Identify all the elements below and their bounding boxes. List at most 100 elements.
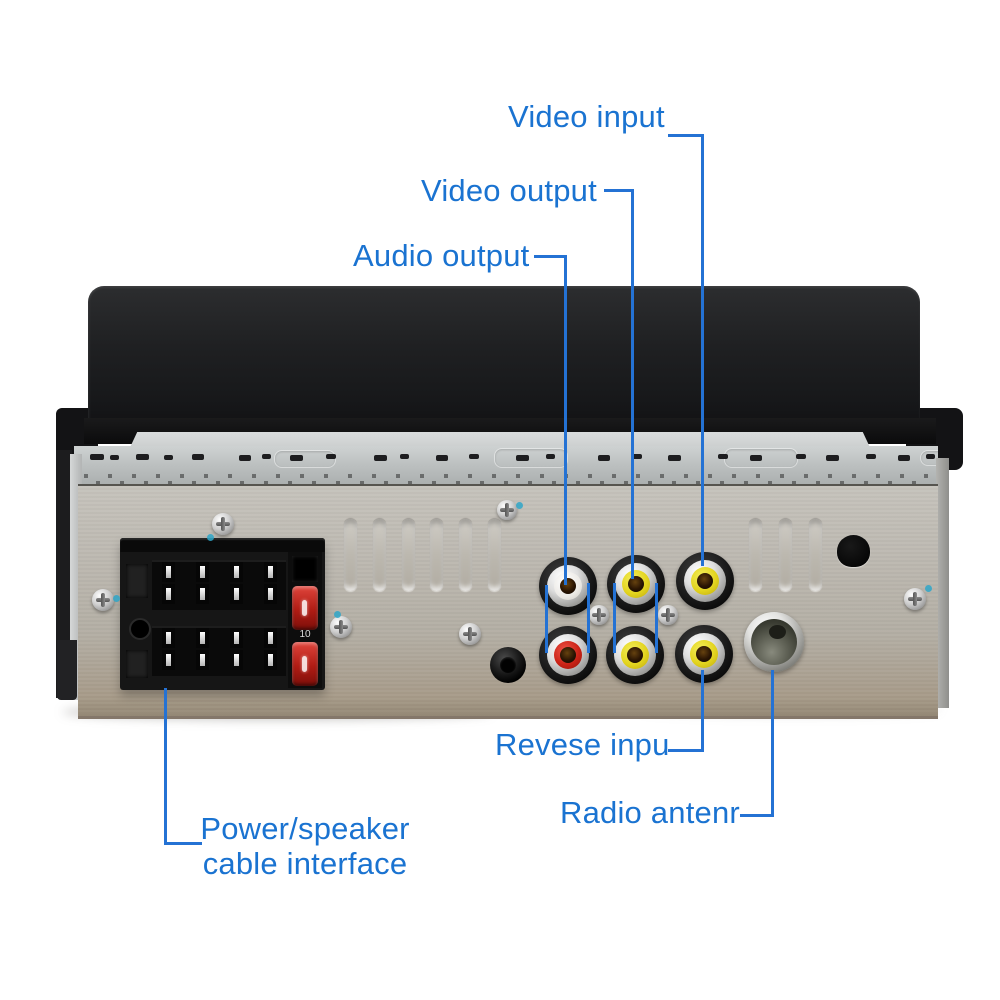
punched-hole (400, 454, 409, 459)
leader-reverse-input (701, 670, 704, 752)
iso-pin (166, 566, 171, 578)
leader-video-input (668, 134, 704, 137)
punched-hole (598, 455, 610, 461)
punched-hole (668, 455, 681, 461)
vent-slot (402, 519, 415, 591)
fuse-holder: 10 (288, 552, 322, 688)
bracket-audio-pair (545, 585, 548, 653)
paint-seal-dot (113, 595, 120, 602)
panel-round-hole (837, 535, 870, 567)
rca-center-hole (628, 576, 644, 592)
video-input-yellow-rca (676, 552, 734, 610)
vent-slot (373, 519, 386, 591)
vent-slot (344, 519, 357, 591)
antenna-inner-contact (769, 625, 786, 639)
iso-pin (234, 566, 239, 578)
vent-slot (459, 519, 472, 591)
vent-slot (779, 519, 792, 591)
power-speaker-iso-connector: 10 (120, 538, 325, 690)
punched-hole (374, 455, 387, 461)
label-audio-output: Audio output (353, 238, 530, 273)
iso-pin-block-lower (152, 626, 286, 676)
rivet-dot-row (84, 474, 928, 478)
punched-hole (469, 454, 479, 459)
fuse-amp-marking: 10 (299, 629, 311, 640)
iso-pin (234, 632, 239, 644)
bracket-audio-pair (587, 583, 590, 653)
rca-center-hole (627, 647, 643, 663)
leader-video-input (701, 134, 704, 566)
label-video-output: Video output (421, 173, 597, 208)
rca-center-hole (560, 647, 576, 663)
label-radio-antenna: Radio antenr (560, 795, 740, 830)
empty-fuse-slot (292, 556, 318, 582)
punched-hole (110, 455, 119, 460)
jack-hole (500, 657, 516, 673)
leader-audio-output (564, 255, 567, 585)
phillips-screw (589, 605, 609, 625)
iso-pin (166, 654, 171, 666)
leader-power-speaker (164, 688, 167, 845)
phillips-screw (459, 623, 481, 645)
phillips-screw (658, 605, 678, 625)
leader-audio-output (534, 255, 567, 258)
rca-center-hole (697, 573, 713, 589)
punched-hole (926, 454, 935, 459)
punched-hole (90, 454, 104, 460)
iso-pin (268, 566, 273, 578)
leader-video-output (631, 189, 634, 579)
iso-notch (126, 650, 148, 678)
leader-reverse-input (668, 749, 704, 752)
stamped-bump (920, 450, 938, 466)
iso-pin (200, 566, 205, 578)
rivet-dot-row (96, 481, 928, 485)
iso-pin (200, 632, 205, 644)
stereo-faceplate-back (88, 286, 920, 438)
iso-connector-top-bar (120, 538, 325, 552)
punched-hole (136, 454, 149, 460)
paint-seal-dot (334, 611, 341, 618)
punched-hole (262, 454, 271, 459)
punched-hole (164, 455, 173, 460)
phillips-screw (212, 513, 234, 535)
label-reverse-input: Revese inpu (495, 727, 670, 762)
chassis-left-side (56, 450, 72, 698)
iso-pin (268, 588, 273, 600)
rca-center-hole (560, 578, 576, 594)
punched-hole (192, 454, 204, 460)
chassis-top-strip (74, 446, 938, 490)
label-power-speaker-line2: cable interface (202, 846, 408, 881)
label-power-speaker: Power/speaker cable interface (196, 811, 414, 881)
stamped-bump (274, 450, 336, 468)
punched-hole (826, 455, 839, 461)
vent-slot (749, 519, 762, 591)
iso-pin (166, 632, 171, 644)
chassis-left-foot (57, 640, 77, 700)
leader-radio-antenna (740, 814, 774, 817)
aux-3-5mm-jack (490, 647, 526, 683)
punched-hole (898, 455, 910, 461)
radio-antenna-socket (744, 612, 804, 672)
phillips-screw (92, 589, 114, 611)
punched-hole (290, 455, 303, 461)
punched-hole (632, 454, 642, 459)
leader-radio-antenna (771, 670, 774, 817)
punched-hole (866, 454, 876, 459)
paint-seal-dot (925, 585, 932, 592)
phillips-screw (497, 500, 517, 520)
label-video-input: Video input (508, 99, 665, 134)
iso-pin (268, 654, 273, 666)
iso-pin (200, 654, 205, 666)
phillips-screw (330, 616, 352, 638)
paint-seal-dot (516, 502, 523, 509)
phillips-screw (904, 588, 926, 610)
punched-hole (546, 454, 555, 459)
bracket-video-pair (655, 583, 658, 653)
label-power-speaker-line1: Power/speaker (200, 811, 410, 846)
punched-hole (718, 454, 728, 459)
punched-hole (796, 454, 806, 459)
iso-pin (234, 654, 239, 666)
stamped-bump (494, 448, 568, 468)
iso-guide-hole (129, 618, 151, 640)
